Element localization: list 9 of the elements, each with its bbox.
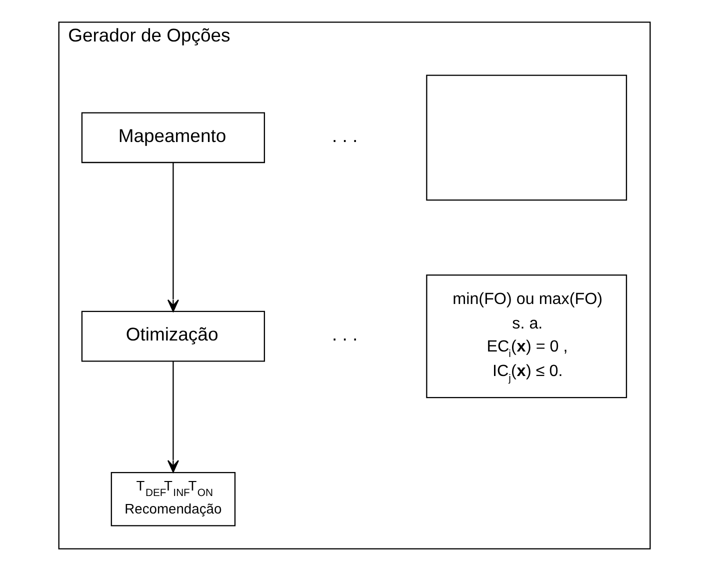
arrow [167, 162, 179, 312]
label: . . . [332, 125, 358, 146]
node-box [426, 74, 628, 201]
node-box: min(FO) ou max(FO) s. a. EC$_{i}$(x) = 0 , IC$_{j}$(x) ≤ 0. [426, 274, 628, 398]
node-box: Mapeamento [81, 112, 265, 164]
node-box: T$_{DEF}$T$_{INF}$T$_{ON}$ Recomendação [110, 472, 236, 526]
label: . . . [332, 324, 358, 345]
arrow [167, 361, 179, 473]
node-box: Otimização [81, 310, 265, 362]
